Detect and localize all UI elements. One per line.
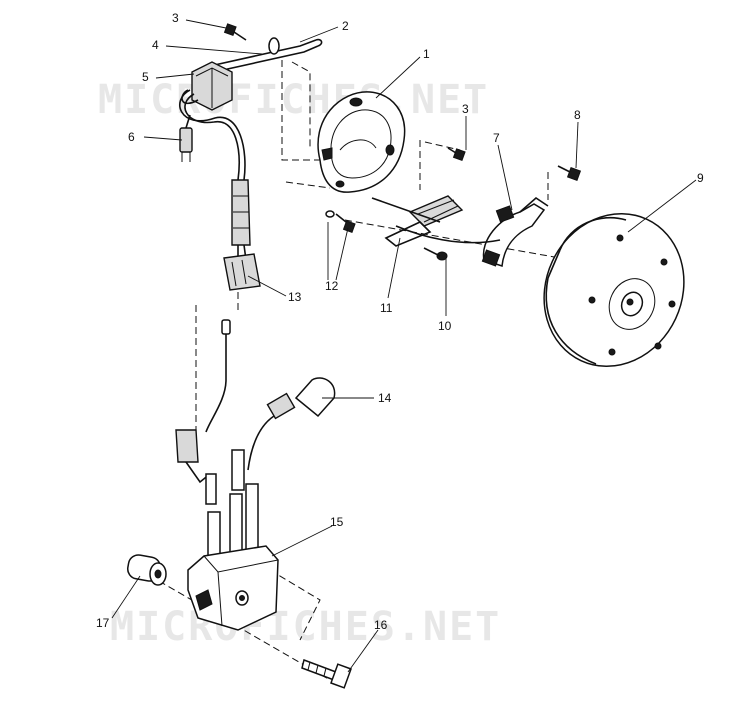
flywheel	[543, 212, 685, 368]
callout-11: 11	[380, 301, 393, 315]
bolt	[301, 659, 352, 689]
callout-17: 17	[96, 616, 110, 630]
callout-12: 12	[325, 279, 339, 293]
callout-13: 13	[288, 290, 302, 304]
ignition-coil	[187, 483, 279, 631]
callout-14: 14	[378, 391, 392, 405]
callout-10: 10	[438, 319, 452, 333]
callout-1: 1	[423, 47, 430, 61]
callout-5: 5	[142, 70, 149, 84]
callout-labels: 3 2 4 5 1 3 8 7 9 6 13 12 11 10 14 15 16…	[96, 11, 704, 632]
callout-3-right: 3	[462, 102, 469, 116]
spark-plug-cap	[231, 377, 336, 491]
callout-2: 2	[342, 19, 349, 33]
wire-harness	[209, 23, 323, 73]
screw-8	[557, 165, 582, 182]
screw-10	[423, 247, 448, 261]
callout-4: 4	[152, 38, 159, 52]
callout-3: 3	[172, 11, 179, 25]
connector-13	[223, 253, 261, 291]
callout-9: 9	[697, 171, 704, 185]
voltage-regulator	[181, 61, 233, 111]
screw-12	[325, 210, 356, 234]
callout-8: 8	[574, 108, 581, 122]
callout-16: 16	[374, 618, 388, 632]
exciter-coil	[371, 195, 501, 247]
stator-plate	[317, 91, 406, 193]
callout-7: 7	[493, 131, 500, 145]
screw-3-right	[447, 147, 466, 162]
callout-6: 6	[128, 130, 135, 144]
screw-3-top	[223, 23, 247, 41]
bushing	[126, 554, 167, 586]
cdi-lead-wire	[175, 319, 231, 505]
leader-lines	[111, 19, 697, 673]
pickup-coil	[481, 196, 549, 268]
harness-wire	[179, 89, 251, 261]
watermark-top: MICROFICHES.NET	[98, 77, 489, 123]
watermark-bottom: MICROFICHES.NET	[110, 604, 501, 650]
callout-15: 15	[330, 515, 344, 529]
